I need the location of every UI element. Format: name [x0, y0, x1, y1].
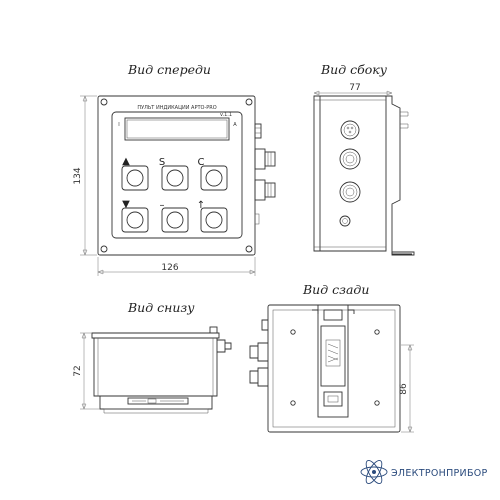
key-button-down[interactable] [121, 207, 149, 233]
key-button-c[interactable] [200, 165, 228, 191]
key-label-up: ▲ [122, 156, 130, 167]
key-label-down: ▼ [122, 199, 130, 210]
din-clip-back [317, 304, 349, 418]
screw-icon [245, 245, 253, 253]
label-front-view: Вид спереди [127, 62, 211, 77]
bottom-lid [91, 332, 220, 339]
key-button-s[interactable] [161, 165, 189, 191]
brand-logo: ЭЛЕКТРОНПРИБОР [360, 460, 488, 484]
side-enclosure [313, 95, 387, 252]
bottom-view: 72 [73, 326, 232, 414]
front-view: ПУЛЬТ ИНДИКАЦИИ АРТО-PRO v.1.1 I A ▲ S C… [73, 95, 276, 276]
dim-back-height: 86 [399, 383, 409, 395]
key-label-minus: – [160, 200, 165, 211]
indicator-label-right: A [233, 122, 237, 128]
front-connector-top [254, 123, 262, 139]
key-label-s: S [159, 157, 165, 168]
side-view: 77 [313, 83, 415, 256]
bottom-body [93, 337, 218, 397]
dim-front-width: 126 [161, 263, 178, 273]
back-connector [261, 319, 268, 331]
key-button-up[interactable] [121, 165, 149, 191]
front-panel [111, 111, 243, 239]
mount-hole-icon [374, 329, 380, 335]
cable-gland-icon [254, 179, 276, 201]
indicator-label-left: I [118, 122, 119, 128]
mount-hole-icon [290, 329, 296, 335]
front-small-port [254, 213, 260, 225]
indicator-window [126, 119, 228, 139]
atom-icon [360, 460, 388, 484]
front-enclosure [97, 95, 256, 256]
panel-title: ПУЛЬТ ИНДИКАЦИИ АРТО-PRO [137, 105, 216, 111]
mount-hole-icon [374, 400, 380, 406]
dim-bottom-height: 72 [73, 365, 83, 376]
brand-name: ЭЛЕКТРОНПРИБОР [391, 468, 488, 479]
screw-icon [245, 98, 253, 106]
key-label-c: C [198, 157, 205, 168]
bottom-base [99, 395, 213, 410]
key-button-minus[interactable] [161, 207, 189, 233]
cable-gland-icon [217, 339, 232, 353]
indicator-display [124, 117, 230, 141]
cable-gland-icon [249, 367, 268, 387]
key-label-plus: ↑ [197, 200, 205, 211]
dimension-front-height [80, 95, 97, 256]
back-enclosure [267, 304, 401, 433]
din-rail-bracket [386, 95, 412, 255]
dimension-front-width [97, 257, 256, 276]
back-view: 86 [249, 304, 414, 433]
round-connector-icon [340, 120, 360, 140]
dim-front-height: 134 [73, 167, 83, 184]
cable-gland-icon [249, 342, 268, 362]
screw-icon [100, 245, 108, 253]
cable-gland-icon [254, 148, 276, 170]
panel-version: v.1.1 [220, 112, 232, 118]
cable-gland-icon [339, 148, 361, 170]
dim-side-width: 77 [349, 83, 360, 93]
screw-icon [100, 98, 108, 106]
mount-hole-icon [290, 400, 296, 406]
label-back-view: Вид сзади [302, 282, 369, 297]
label-bottom-view: Вид снизу [127, 300, 195, 315]
label-side-view: Вид сбоку [320, 62, 388, 77]
din-clip [127, 397, 189, 405]
small-port-icon [339, 215, 351, 227]
key-button-plus[interactable] [200, 207, 228, 233]
cable-gland-icon [339, 181, 361, 203]
